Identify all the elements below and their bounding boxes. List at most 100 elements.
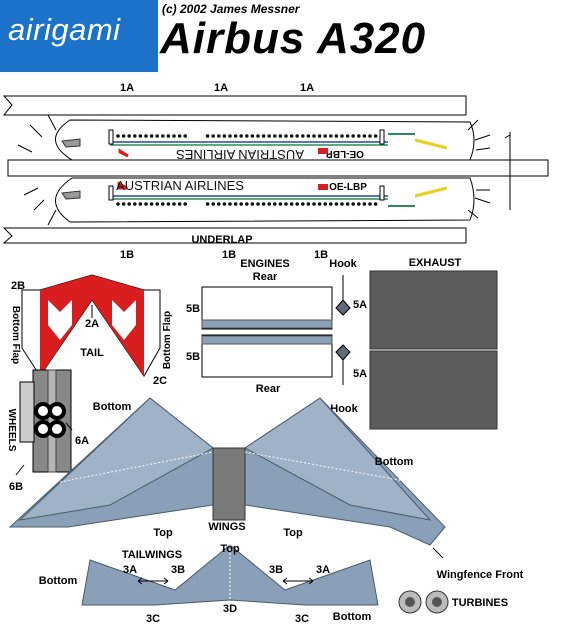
label-2b: 2B	[11, 280, 25, 292]
wing-bottom-left: Bottom	[93, 401, 132, 413]
window-row-lower	[116, 202, 378, 206]
window	[373, 202, 378, 206]
window	[205, 134, 210, 138]
label-1b-3: 1B	[314, 249, 328, 261]
window	[217, 202, 221, 206]
fold-arrows-left	[17, 114, 57, 226]
window	[211, 202, 215, 206]
turbines-label: TURBINES	[452, 597, 508, 609]
window	[211, 134, 215, 138]
airline-name-lower: AUSTRIAN AIRLINES	[116, 178, 244, 193]
window	[334, 202, 339, 206]
door-rear-upper	[379, 129, 385, 145]
label-6a: 6A	[75, 435, 89, 447]
window	[273, 202, 277, 206]
window	[172, 134, 176, 138]
window	[301, 202, 305, 206]
hook-top-shape	[335, 275, 351, 316]
window	[161, 202, 165, 206]
window	[261, 202, 266, 206]
label-5b-1: 5B	[186, 303, 200, 315]
label-2c: 2C	[153, 375, 167, 387]
logo-text: airigami	[8, 12, 121, 47]
label-2a: 2A	[85, 318, 99, 330]
label-3b-right: 3B	[269, 564, 283, 576]
window	[284, 134, 288, 138]
bottom-flap-left: Bottom Flap	[10, 306, 21, 364]
window	[312, 202, 316, 206]
window	[373, 134, 378, 138]
hook-top: Hook	[329, 258, 357, 270]
window	[323, 134, 328, 138]
window	[312, 134, 316, 138]
hook-bottom: Hook	[330, 403, 358, 415]
window	[144, 134, 148, 138]
flag-lower	[318, 184, 328, 190]
tailwings-label: TAILWINGS	[122, 549, 182, 561]
window	[161, 134, 165, 138]
window	[177, 134, 182, 138]
window	[233, 202, 238, 206]
door-front-lower	[108, 185, 114, 201]
label-3d: 3D	[223, 603, 237, 615]
window	[116, 202, 120, 206]
wingfence-label: Wingfence Front	[437, 569, 524, 581]
window	[317, 202, 322, 206]
engines-title: ENGINES	[240, 258, 290, 270]
hook-bottom-shape	[335, 344, 351, 385]
window	[127, 202, 131, 206]
window	[183, 134, 187, 138]
label-5a-2: 5A	[353, 368, 367, 380]
fuselage-upper-body	[55, 119, 475, 161]
label-3c-left: 3C	[146, 613, 160, 624]
label-3c-right: 3C	[295, 613, 309, 624]
tail-chevron-left	[48, 300, 72, 340]
flag-upper	[318, 148, 328, 154]
window	[149, 202, 154, 206]
turbines-template: TURBINES	[398, 590, 508, 614]
underlap-label: UNDERLAP	[191, 234, 252, 246]
window	[340, 134, 344, 138]
window	[334, 134, 339, 138]
window	[121, 202, 126, 206]
window-row-upper	[116, 134, 378, 138]
airigami-logo: airigami	[0, 0, 158, 72]
tailwings-bottom-left: Bottom	[39, 575, 78, 587]
window	[183, 202, 187, 206]
wings-template: Bottom Bottom Top Top WINGS Wingfence Fr…	[8, 397, 524, 581]
window	[166, 202, 171, 206]
label-3a-right: 3A	[316, 564, 330, 576]
wing-bottom-right: Bottom	[375, 456, 414, 468]
window	[295, 134, 300, 138]
window	[205, 202, 210, 206]
window	[239, 202, 243, 206]
window	[127, 134, 131, 138]
window	[284, 202, 288, 206]
engine-panel-top-strip	[201, 319, 333, 329]
window	[362, 134, 367, 138]
window	[267, 134, 272, 138]
window	[239, 134, 243, 138]
window	[306, 134, 311, 138]
window	[357, 202, 361, 206]
window	[172, 202, 176, 206]
fuselage-bottom-strip	[2, 227, 467, 244]
wheel-circles	[34, 402, 66, 438]
registration-upper: OE-LBP	[326, 148, 364, 159]
copyright-text: (c) 2002 James Messner	[162, 2, 300, 16]
window	[222, 202, 227, 206]
window	[278, 202, 283, 206]
window	[250, 202, 255, 206]
window	[345, 134, 350, 138]
window	[351, 202, 356, 206]
window	[261, 134, 266, 138]
door-front-upper	[108, 129, 114, 145]
window	[289, 134, 294, 138]
airline-logo-lower	[117, 181, 128, 190]
window	[256, 202, 260, 206]
window	[317, 134, 322, 138]
window	[250, 134, 255, 138]
door-rear-lower	[379, 185, 385, 201]
window	[177, 202, 182, 206]
label-1b-2: 1B	[222, 249, 236, 261]
